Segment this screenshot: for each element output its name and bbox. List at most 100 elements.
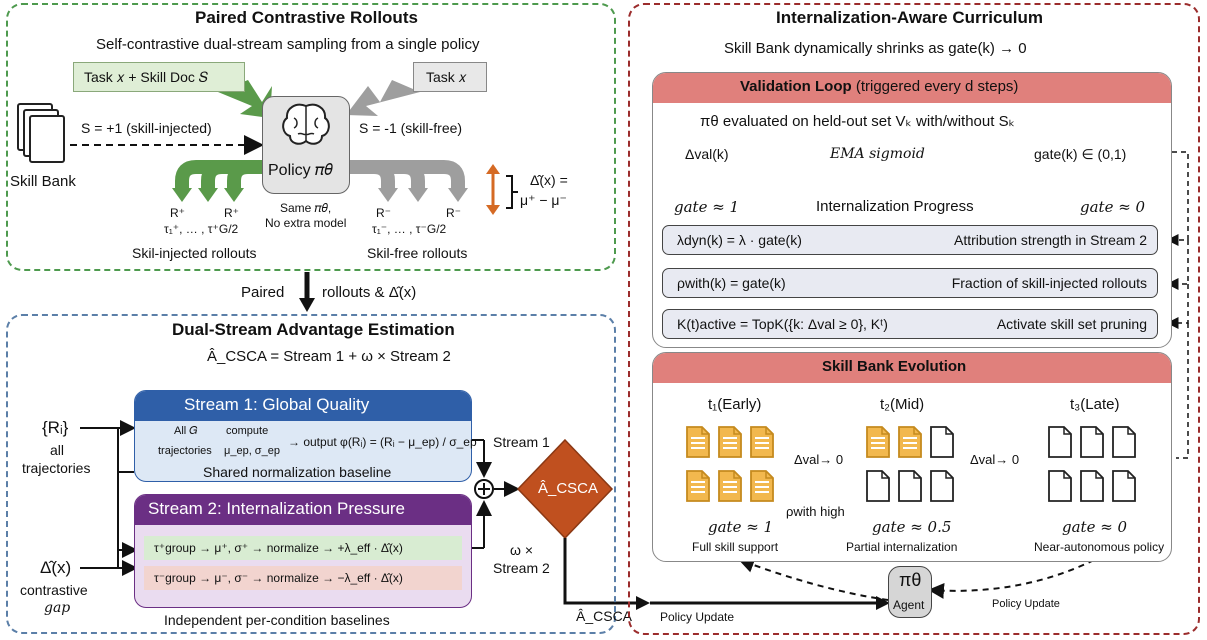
skill-doc-icon (898, 426, 922, 458)
empty-doc-icon (1048, 470, 1072, 502)
lambda-desc: Attribution strength in Stream 2 (954, 232, 1147, 248)
rho-high-label: ρwith high (786, 504, 845, 519)
t3-label: t₃(Late) (1070, 396, 1120, 413)
stream1-arrow-label: Stream 1 (493, 434, 550, 450)
skill-doc-icon (750, 426, 774, 458)
brain-icon (278, 100, 334, 150)
gate-1-label: gate ≈ 1 (708, 518, 774, 536)
policy-label: Policy 𝜋𝜃 (268, 162, 333, 179)
stream1-box (134, 390, 472, 482)
contrastive-label: contrastive (20, 582, 88, 598)
rminus-left: R⁻ (376, 206, 391, 220)
skill-injected-fan (175, 160, 268, 190)
acsca-output-label: Â_CSCA (576, 608, 633, 624)
agent-box (888, 566, 932, 618)
stream1-output: → output φ(Rᵢ) = (Rᵢ − μ_ep) / σ_ep (288, 435, 477, 449)
rho-formula: ρwith(k) = gate(k) (677, 275, 786, 291)
stream1-title: Stream 1: Global Quality (184, 395, 370, 414)
stream1-mu: μ_ep, σ_ep (224, 445, 280, 457)
task-skill-label: Task 𝑥 + Skill Doc 𝑆 (84, 69, 209, 85)
all-label: all (50, 442, 65, 458)
acsca-diamond-label: Â_CSCA (538, 480, 599, 497)
skill-bank-label: Skill Bank (10, 173, 76, 190)
partial-label: Partial internalization (846, 540, 958, 554)
progress-label: Internalization Progress (816, 198, 974, 215)
delta-input-label: Δ̂(x) (40, 558, 72, 577)
task-box: Task 𝑥 (413, 62, 487, 92)
stream1-allg: All 𝐺 (174, 425, 198, 437)
skill-doc-icon (866, 426, 890, 458)
skill-doc-icon (750, 470, 774, 502)
paired-rollouts-subtitle: Self-contrastive dual-stream sampling fr… (96, 36, 480, 53)
skill-doc-icon (718, 470, 742, 502)
empty-doc-icon (866, 470, 890, 502)
curriculum-subtitle: Skill Bank dynamically shrinks as gate(k… (724, 40, 1027, 57)
dval-arrow-label-1: Δval→ 0 (794, 452, 844, 467)
delta-definition: Δ̂(x) = (530, 172, 568, 188)
paired-rollouts-label: rollouts & Δ̂(x) (322, 284, 417, 301)
dual-stream-panel (6, 314, 616, 634)
delta-definition-2: μ⁺ − μ⁻ (520, 192, 567, 208)
empty-doc-icon (1080, 426, 1104, 458)
dual-stream-title: Dual-Stream Advantage Estimation (172, 320, 455, 339)
paired-label: Paired (241, 284, 285, 301)
paired-rollouts-title: Paired Contrastive Rollouts (195, 8, 418, 27)
tau-plus: τ₁⁺, … , τ⁺G/2 (164, 222, 239, 236)
skill-free-label: S = -1 (skill-free) (359, 120, 463, 136)
policy-update-right-label: Policy Update (992, 598, 1060, 610)
topk-desc: Activate skill set pruning (996, 316, 1147, 332)
gate-zero-label: gate ≈ 0 (1080, 198, 1146, 216)
empty-doc-icon (930, 426, 954, 458)
gate-0-label: gate ≈ 0 (1062, 518, 1128, 536)
rplus-right: R⁺ (224, 206, 239, 220)
t1-label: t₁(Early) (708, 396, 762, 413)
lambda-row: λdyn(k) = λ · gate(k) Attribution streng… (662, 225, 1158, 255)
lambda-formula: λdyn(k) = λ · gate(k) (677, 232, 802, 248)
validation-title: Validation Loop (triggered every d steps… (740, 78, 1018, 95)
gate-range-label: gate(k) ∈ (0,1) (1034, 146, 1127, 162)
t2-label: t₂(Mid) (880, 396, 925, 413)
stream2-minus-row: τ⁻group → μ⁻, σ⁻ → normalize → −λ_eff · … (144, 566, 462, 590)
task-arrow (346, 80, 420, 116)
ema-label: EMA sigmoid (830, 146, 925, 162)
rplus-left: R⁺ (170, 206, 185, 220)
task-skill-box: Task 𝑥 + Skill Doc 𝑆 (73, 62, 245, 92)
agent-label: Agent (893, 598, 925, 612)
stream1-caption: Shared normalization baseline (203, 464, 392, 480)
gate-one-label: gate ≈ 1 (674, 198, 740, 216)
skill-doc-icon (718, 426, 742, 458)
rho-row: ρwith(k) = gate(k) Fraction of skill-inj… (662, 268, 1158, 298)
same-pi-label: Same 𝜋𝜃, (280, 201, 332, 215)
stream2-caption: Independent per-condition baselines (164, 612, 390, 628)
skill-injected-label: S = +1 (skill-injected) (81, 120, 212, 136)
full-skill-label: Full skill support (692, 540, 779, 554)
evolution-title: Skill Bank Evolution (822, 358, 967, 375)
empty-doc-icon (898, 470, 922, 502)
curriculum-title: Internalization-Aware Curriculum (776, 8, 1044, 27)
autonomous-label: Near-autonomous policy (1034, 540, 1165, 554)
trajectories-label: trajectories (22, 460, 91, 476)
empty-doc-icon (1080, 470, 1104, 502)
stream2-minus-text: τ⁻group → μ⁻, σ⁻ → normalize → −λ_eff · … (154, 571, 403, 585)
empty-doc-icon (930, 470, 954, 502)
acsca-formula: Â_CSCA = Stream 1 + ω × Stream 2 (207, 348, 451, 365)
ri-label: {Rᵢ} (42, 418, 69, 437)
curriculum-panel (628, 3, 1200, 635)
skill-doc-icon (686, 426, 710, 458)
free-rollouts-label: Skil-free rollouts (367, 245, 468, 261)
stream2-plus-row: τ⁺group → μ⁺, σ⁺ → normalize → +λ_eff · … (144, 536, 462, 560)
dval-label: Δval(k) (685, 146, 729, 162)
stream1-trajectories: trajectories (158, 445, 212, 457)
validation-box (652, 72, 1172, 348)
stream2-plus-text: τ⁺group → μ⁺, σ⁺ → normalize → +λ_eff · … (154, 541, 403, 555)
empty-doc-icon (1048, 426, 1072, 458)
rminus-right: R⁻ (446, 206, 461, 220)
gate-05-label: gate ≈ 0.5 (872, 518, 952, 536)
stream2-arrow-label: Stream 2 (493, 560, 550, 576)
dval-arrow-label-2: Δval→ 0 (970, 452, 1020, 467)
skill-doc-icon (686, 470, 710, 502)
topk-row: K(t)active = TopK({k: Δval ≥ 0}, Kᵗ) Act… (662, 309, 1158, 339)
validation-title-text: Validation Loop (740, 78, 852, 95)
no-extra-model-label: No extra model (265, 216, 347, 230)
stream1-compute: compute (226, 425, 269, 437)
